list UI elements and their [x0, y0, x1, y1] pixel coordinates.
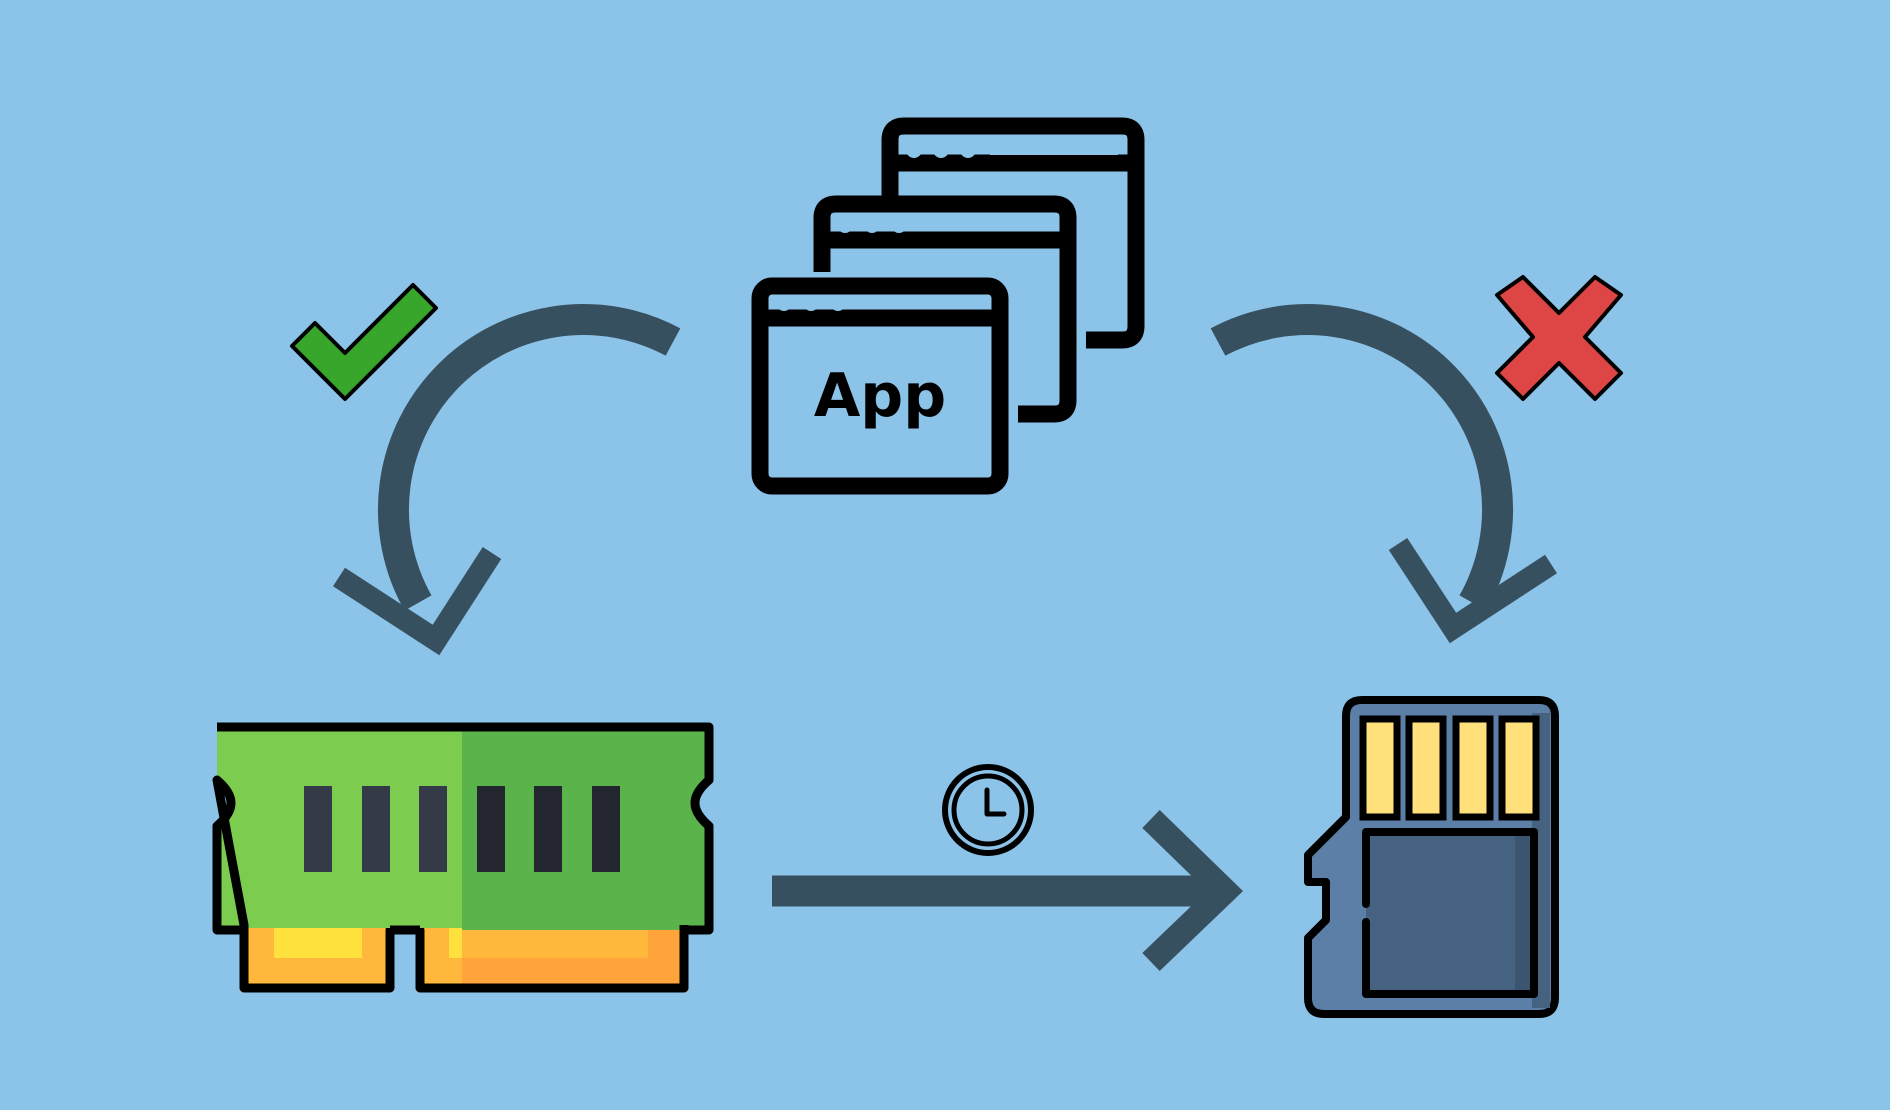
- straight-arrow-right-icon: [772, 810, 1243, 972]
- app-window-back: [881, 117, 1145, 349]
- sd-card-icon: [1304, 696, 1559, 1018]
- app-window-front: App: [751, 277, 1009, 495]
- sd-contacts: [1359, 715, 1540, 821]
- ram-module-icon: [212, 722, 714, 993]
- app-window-label: App: [814, 361, 946, 431]
- stacked-app-windows-icon: App: [751, 117, 1145, 495]
- check-icon: [290, 283, 438, 401]
- ram-chips: [304, 786, 620, 872]
- cross-icon: [1495, 275, 1623, 401]
- curved-arrow-right-icon: [1210, 304, 1558, 644]
- app-window-middle: [813, 195, 1077, 423]
- curved-arrow-left-icon: [333, 304, 681, 656]
- ram-contacts: [239, 920, 689, 993]
- clock-icon: [942, 764, 1034, 856]
